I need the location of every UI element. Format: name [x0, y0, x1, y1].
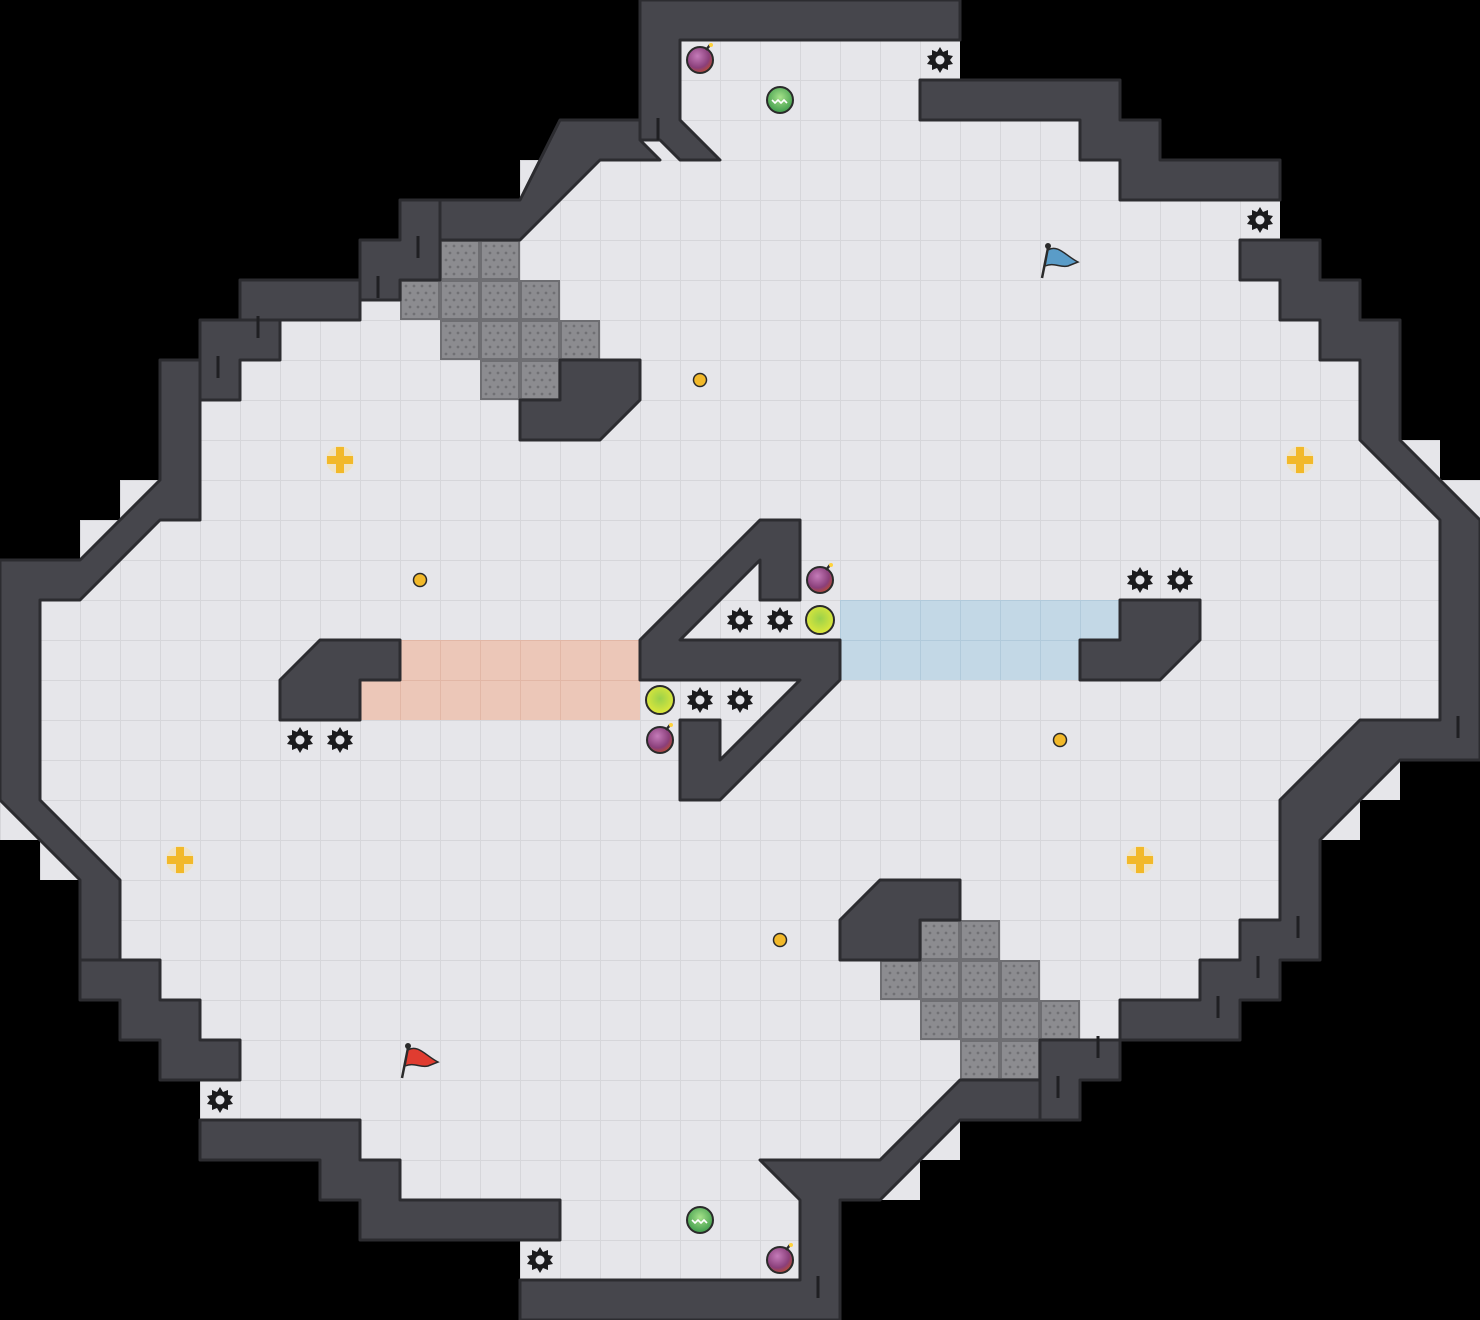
boost-icon	[166, 846, 194, 874]
red-flag-icon	[400, 1043, 440, 1079]
speed-pad-bottom-right	[880, 920, 1080, 1080]
inner-walls	[278, 358, 1202, 962]
powerup-icon	[686, 1206, 714, 1234]
powerup-icon	[766, 86, 794, 114]
marker-icon	[412, 372, 1068, 948]
speed-pad-top-left	[400, 240, 600, 400]
gate-button-icon	[805, 605, 835, 635]
boost-icon	[1126, 846, 1154, 874]
boost-icon	[326, 446, 354, 474]
blue-zone	[840, 600, 1120, 680]
blue-flag-icon	[1040, 243, 1080, 279]
entities	[166, 41, 1314, 1275]
boost-icon	[1286, 446, 1314, 474]
red-zone	[360, 640, 640, 720]
gate-button-icon	[645, 685, 675, 715]
